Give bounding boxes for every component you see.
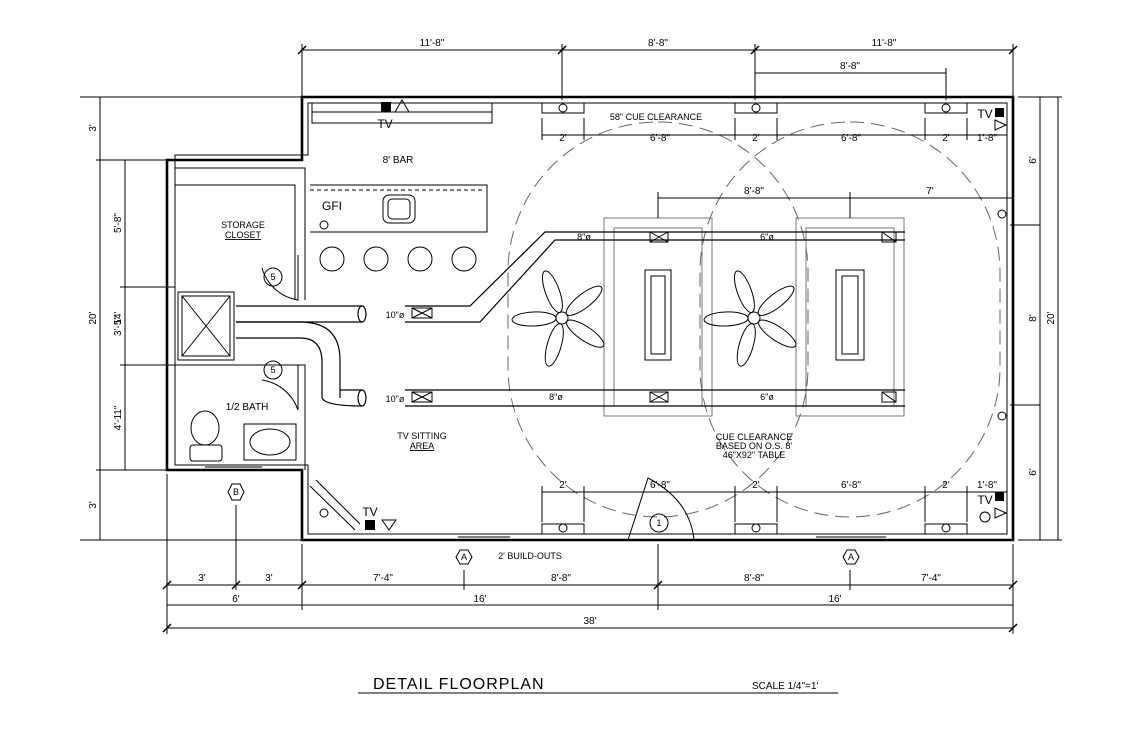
room-labels: STORAGE CLOSET 8' BAR GFI 1/2 BATH TV SI… [221,107,993,561]
label-area: AREA [410,441,435,451]
dim-topclear-5: 2' [942,133,950,144]
dim-bot1-4: 8'-8" [551,573,571,584]
dim-left-2: 5'-8" [113,213,124,233]
label-tv-bar: TV [377,117,392,131]
dim-topclear-3: 2' [752,133,760,144]
dim-top-2: 8'-8" [648,38,668,49]
pool-table-2 [795,217,905,417]
label-duct-lower-8: 8"ø [549,392,563,402]
dim-bot-total: 38' [583,616,596,627]
dimension-ticks [162,45,1018,633]
label-duct-lower-6: 6"ø [760,392,774,402]
tag-door-5-upper: 5 [270,272,275,282]
label-tv-top-right: TV [977,107,992,121]
drawing-scale: SCALE 1/4"=1' [752,681,818,692]
dim-top-inner: 8'-8" [840,61,860,72]
walls [165,95,1015,542]
label-bar: 8' BAR [383,155,414,166]
label-duct-main-lower: 10"ø [386,394,405,404]
label-storage: STORAGE [221,220,265,230]
dim-left-1: 3' [88,124,99,132]
label-cue-clearance-top: 58" CUE CLEARANCE [610,112,702,122]
dim-left-outer: 20' [88,311,99,324]
dim-lowclear-5: 2' [942,480,950,491]
tv-symbols [365,99,1008,531]
label-tv-sitting: TV SITTING [397,431,447,441]
dim-bot2-1: 6' [232,594,240,605]
label-duct-upper-6: 6"ø [760,232,774,242]
dim-topclear-6: 1'-8" [977,133,997,144]
dim-left-4: 4'-11" [113,405,124,430]
dim-left-3: 3'-5" [113,316,124,336]
dim-bot1-2: 3' [265,573,273,584]
dim-lowclear-4: 6'-8" [841,480,861,491]
label-cue-note-1: CUE CLEARANCE [716,432,793,442]
dim-right-1: 6' [1028,156,1039,164]
tag-door-1: 1 [656,518,661,528]
dim-bot2-3: 16' [828,594,841,605]
dim-lowclear-3: 2' [752,480,760,491]
dim-bot1-6: 7'-4" [921,573,941,584]
dim-bot1-1: 3' [198,573,206,584]
dim-top-1: 11'-8" [420,38,445,49]
dim-lowclear-6: 1'-8" [977,480,997,491]
dim-left-mid: 14' [113,311,124,324]
dimension-text: 11'-8" 8'-8" 11'-8" 8'-8" 2' 6'-8" 2' 6'… [88,38,1057,627]
dim-right-3: 6' [1028,468,1039,476]
tag-section-a-left: A [461,552,467,562]
label-bath: 1/2 BATH [226,402,269,413]
bar-stools [319,246,477,272]
tag-door-5-lower: 5 [270,365,275,375]
ceiling-fan-1 [511,270,605,367]
ceiling-fan-2 [703,270,797,367]
windows [205,466,886,538]
label-closet: CLOSET [225,230,262,240]
dim-topclear-1: 2' [559,133,567,144]
dim-bot1-5: 8'-8" [744,573,764,584]
door-swings [261,255,695,541]
label-tv-sitting-area: TV [362,505,377,519]
dim-left-5: 3' [88,501,99,509]
drawing-title: DETAIL FLOORPLAN [373,676,545,693]
build-outs [319,102,1007,535]
dim-topclear-2: 6'-8" [650,133,670,144]
dim-right-2: 8' [1028,314,1039,322]
label-duct-main-upper: 10"ø [386,310,405,320]
label-tv-bottom-right: TV [977,493,992,507]
dimension-lines [80,44,1062,634]
label-build-outs: 2' BUILD-OUTS [498,551,562,561]
label-gfi: GFI [322,199,342,213]
dim-lowclear-1: 2' [559,480,567,491]
tag-section-a-right: A [848,552,854,562]
label-cue-note-2: BASED ON O.S. 8' [716,441,793,451]
dim-bot2-2: 16' [473,594,486,605]
ductwork [236,231,905,407]
label-duct-upper-8: 8"ø [577,232,591,242]
title-block: DETAIL FLOORPLAN SCALE 1/4"=1' [358,676,838,694]
cue-clearance-zones [507,121,1001,518]
pool-table-1 [603,217,713,417]
dim-topclear-4: 6'-8" [841,133,861,144]
bath-fixtures [189,410,297,462]
dim-mid-1: 8'-8" [744,186,764,197]
dim-right-outer: 20' [1046,311,1057,324]
dim-bot1-3: 7'-4" [373,573,393,584]
label-cue-note-3: 46"X92" TABLE [723,450,786,460]
dim-top-3: 11'-8" [872,38,897,49]
dim-mid-2: 7' [926,186,934,197]
tag-section-b: B [233,487,239,497]
tags: 5 5 1 A A B [227,267,860,565]
dim-lowclear-2: 6'-8" [650,480,670,491]
